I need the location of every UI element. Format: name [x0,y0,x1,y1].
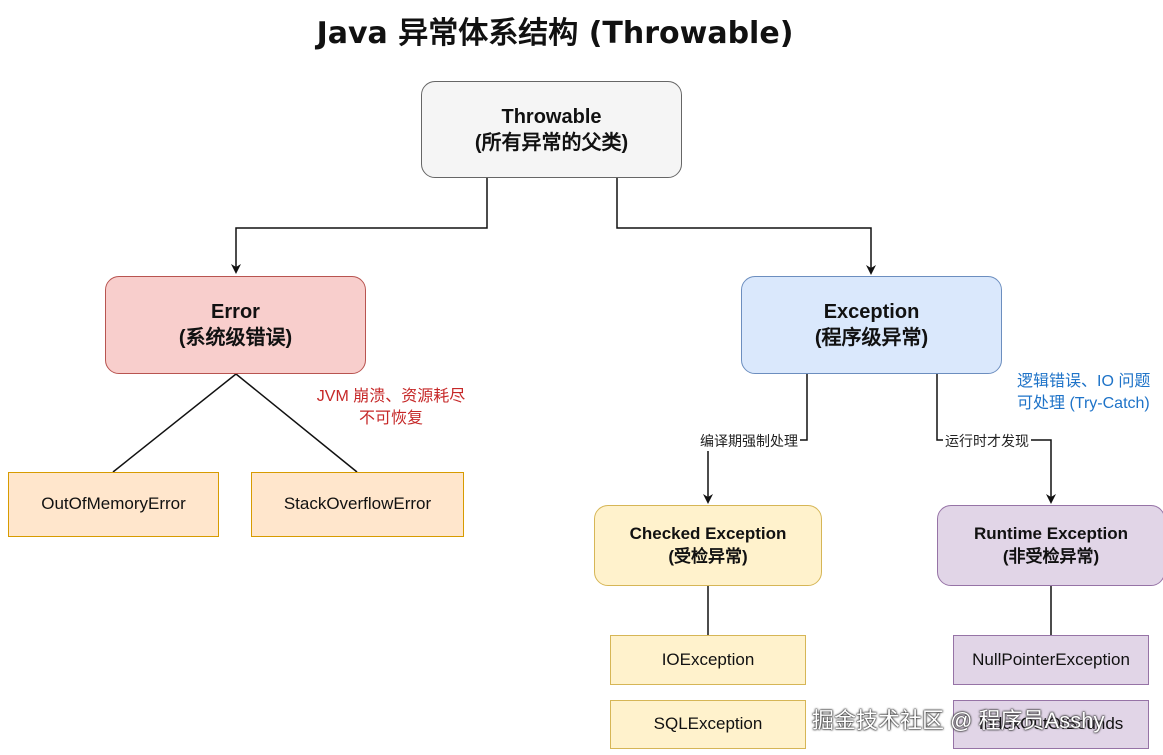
node-stackoverflow-name: StackOverflowError [283,494,432,514]
node-ioexception-name: IOException [661,649,755,669]
node-runtime-name: Runtime Exception [974,524,1128,544]
node-exception: Exception (程序级异常) [741,276,1002,374]
node-exception-name: Exception [823,301,920,323]
exception-note-line1: 逻辑错误、IO 问题 [1017,373,1151,390]
node-npe-name: NullPointerException [972,649,1130,669]
node-exception-desc: (程序级异常) [814,327,929,349]
node-error-name: Error [211,301,260,323]
node-out-of-memory-error: OutOfMemoryError [8,472,219,537]
exception-note-line2: 可处理 (Try-Catch) [1017,394,1150,412]
node-runtime-desc: (非受检异常) [1002,546,1100,566]
exception-note: 逻辑错误、IO 问题 可处理 (Try-Catch) [1017,371,1163,414]
node-error-desc: (系统级错误) [178,327,293,349]
node-io-exception: IOException [610,635,806,685]
node-bounds-name: IndexOutOfBounds [978,714,1124,734]
node-checked-name: Checked Exception [629,524,787,544]
node-index-out-of-bounds: IndexOutOfBounds [953,700,1149,749]
node-throwable: Throwable (所有异常的父类) [421,81,682,178]
node-runtime-exception: Runtime Exception (非受检异常) [937,505,1163,586]
node-sqlexception-name: SQLException [653,714,763,734]
edge-label-runtime: 运行时才发现 [943,431,1031,451]
node-null-pointer-exception: NullPointerException [953,635,1149,685]
edge-error-stackoverflow [235,373,358,473]
edge-throwable-exception [616,178,876,275]
node-sql-exception: SQLException [610,700,806,749]
node-error: Error (系统级错误) [105,276,366,374]
error-note: JVM 崩溃、资源耗尽 不可恢复 [296,386,486,429]
error-note-line2: 不可恢复 [358,409,423,427]
node-checked-desc: (受检异常) [668,546,748,566]
node-throwable-desc: (所有异常的父类) [474,131,629,154]
node-checked-exception: Checked Exception (受检异常) [594,505,822,586]
watermark: 掘金技术社区 @ 程序员Asshy [812,708,1105,733]
edge-throwable-error [231,178,488,274]
error-note-line1: JVM 崩溃、资源耗尽 [316,388,466,405]
node-throwable-name: Throwable [501,105,602,128]
node-oom-name: OutOfMemoryError [41,494,186,514]
node-stack-overflow-error: StackOverflowError [251,472,464,537]
edge-error-oom [112,373,237,473]
diagram-title: Java 异常体系结构 (Throwable) [316,16,794,51]
edge-label-checked: 编译期强制处理 [698,431,800,451]
